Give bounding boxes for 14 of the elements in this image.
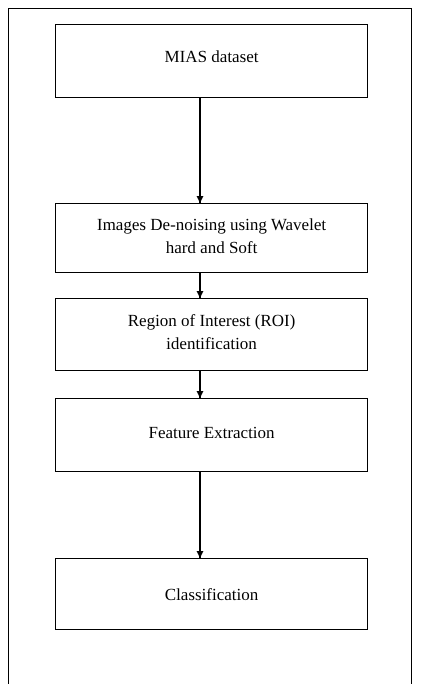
- arrow: [196, 98, 204, 203]
- arrow: [196, 472, 204, 558]
- process-box: [55, 203, 368, 273]
- process-box: [55, 24, 368, 98]
- process-box: [55, 558, 368, 630]
- process-box: [55, 398, 368, 472]
- box-label: Images De-noising using Wavelet hard and Soft: [96, 214, 328, 259]
- box-label: Classification: [164, 584, 258, 606]
- box-label: MIAS dataset: [164, 46, 258, 68]
- box-label: Region of Interest (ROI) identification: [126, 310, 296, 354]
- arrow: [196, 371, 204, 398]
- process-box: [55, 298, 368, 371]
- arrow: [196, 273, 204, 298]
- box-label: Feature Extraction: [148, 422, 275, 444]
